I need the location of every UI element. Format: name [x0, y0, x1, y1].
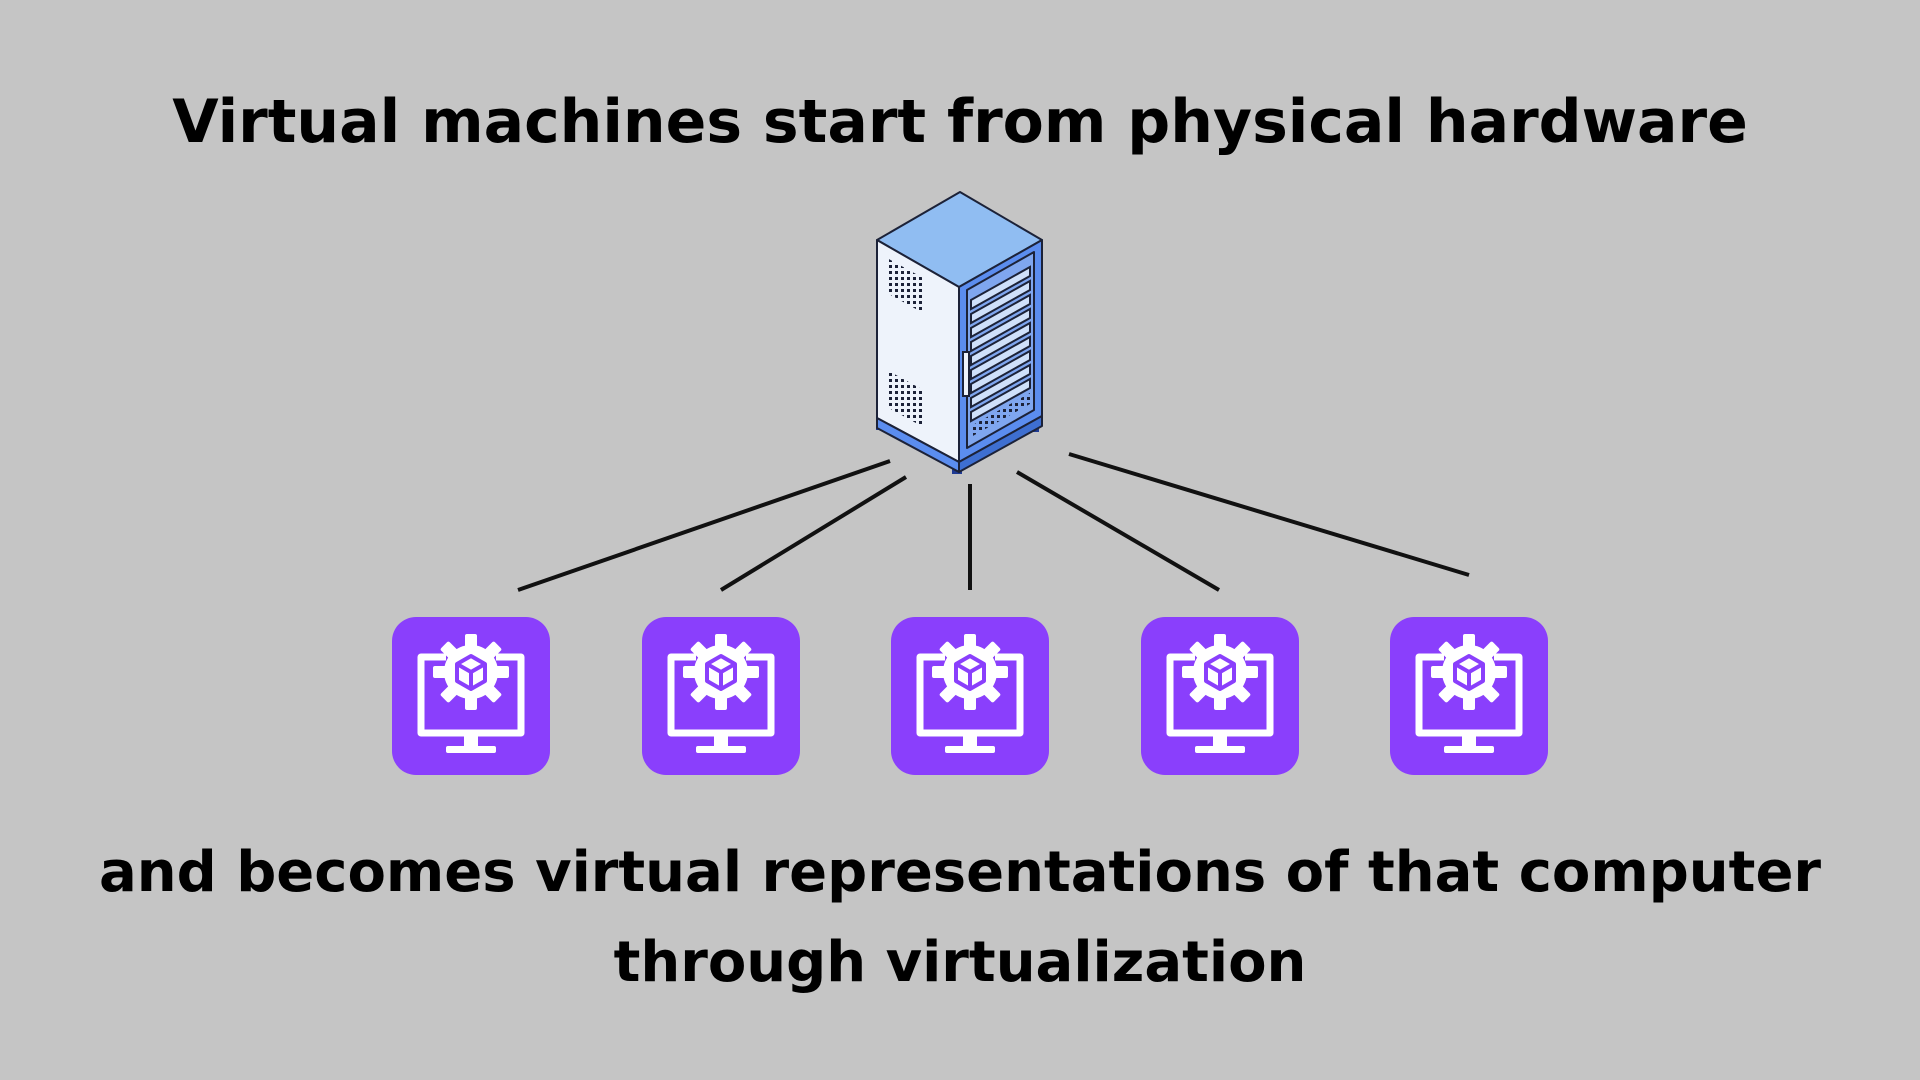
connector-line [719, 475, 908, 592]
connector-line [1015, 470, 1221, 592]
caption-line-1: and becomes virtual representations of t… [98, 840, 1822, 905]
vm-monitor-icon [642, 617, 800, 775]
connector-line [517, 459, 891, 592]
server-rack-icon [876, 191, 1043, 474]
caption-line-2: through virtualization [613, 930, 1307, 995]
page-title: Virtual machines start from physical har… [172, 87, 1748, 157]
vm-monitor-icon [1390, 617, 1548, 775]
vm-monitor-icon [1141, 617, 1299, 775]
connector-line [1068, 452, 1470, 577]
vm-monitor-icon [392, 617, 550, 775]
caption: and becomes virtual representations of t… [0, 828, 1920, 1008]
vm-monitor-icon [891, 617, 1049, 775]
